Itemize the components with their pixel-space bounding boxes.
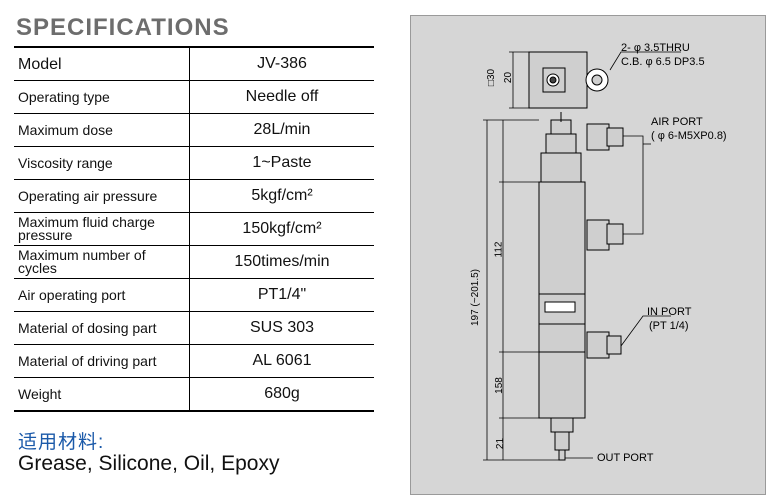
spec-value: Needle off	[189, 80, 374, 114]
spec-value: 150times/min	[189, 245, 374, 279]
hole-note-counterbore: C.B. φ 6.5 DP3.5	[621, 56, 705, 68]
fluid-body	[538, 351, 586, 419]
spec-label: Material of driving part	[14, 344, 190, 378]
materials-heading: 适用材料:	[18, 432, 105, 453]
table-row: Material of driving part AL 6061	[14, 344, 374, 378]
spec-label: Air operating port	[14, 278, 190, 312]
dimension-total: 197 (~201.5)	[470, 269, 481, 326]
air-port-spec: ( φ 6-M5XP0.8)	[651, 130, 727, 142]
table-row: Maximum dose 28L/min	[14, 113, 374, 147]
table-row: Viscosity range 1~Paste	[14, 146, 374, 180]
spec-value: SUS 303	[189, 311, 374, 345]
dispensing-valve-drawing	[483, 51, 681, 461]
dimension-112: 112	[493, 241, 505, 258]
spec-value: 1~Paste	[189, 146, 374, 180]
in-port-label: IN PORT	[647, 306, 692, 318]
materials-list: Grease, Silicone, Oil, Epoxy	[18, 452, 280, 475]
spec-value: 150kgf/cm²	[189, 212, 374, 246]
spec-value: 680g	[189, 377, 374, 412]
spec-label: Maximum number of cycles	[14, 245, 190, 279]
spec-label: Viscosity range	[14, 146, 190, 180]
dimension-158: 158	[493, 377, 505, 394]
specifications-table: Model JV-386 Operating type Needle off M…	[14, 46, 374, 412]
adjust-knob	[550, 119, 572, 135]
air-port-upper	[586, 123, 610, 151]
table-row: Maximum number of cycles 150times/min	[14, 245, 374, 279]
spec-value: 28L/min	[189, 113, 374, 147]
nozzle	[554, 431, 570, 451]
spec-value: PT1/4"	[189, 278, 374, 312]
in-port-spec: (PT 1/4)	[649, 320, 689, 332]
spec-label: Weight	[14, 377, 190, 412]
table-row: Material of dosing part SUS 303	[14, 311, 374, 345]
spec-value: JV-386	[189, 46, 374, 81]
air-port-label: AIR PORT	[651, 116, 703, 128]
technical-drawing: 2- φ 3.5THRU C.B. φ 6.5 DP3.5 AIR PORT (…	[410, 15, 766, 495]
spec-value: AL 6061	[189, 344, 374, 378]
hole-note-thru: 2- φ 3.5THRU	[621, 42, 690, 54]
cylinder-body	[538, 181, 586, 295]
table-row: Operating air pressure 5kgf/cm²	[14, 179, 374, 213]
out-port-label: OUT PORT	[597, 452, 654, 464]
table-row: Weight 680g	[14, 377, 374, 412]
in-port-fitting	[586, 331, 610, 359]
dimension-square-30: □30	[486, 68, 498, 87]
air-port-lower	[586, 219, 610, 251]
dimension-20: 20	[503, 71, 515, 84]
spec-label: Operating type	[14, 80, 190, 114]
spec-value: 5kgf/cm²	[189, 179, 374, 213]
spec-label: Model	[14, 46, 190, 81]
spec-label: Material of dosing part	[14, 311, 190, 345]
spec-label: Maximum fluid charge pressure	[14, 212, 190, 246]
table-row: Air operating port PT1/4"	[14, 278, 374, 312]
spec-label: Maximum dose	[14, 113, 190, 147]
table-row: Maximum fluid charge pressure 150kgf/cm²	[14, 212, 374, 246]
spec-label: Operating air pressure	[14, 179, 190, 213]
table-row: Operating type Needle off	[14, 80, 374, 114]
table-row: Model JV-386	[14, 46, 374, 81]
dimension-21: 21	[495, 437, 507, 450]
section-title: SPECIFICATIONS	[16, 14, 230, 41]
